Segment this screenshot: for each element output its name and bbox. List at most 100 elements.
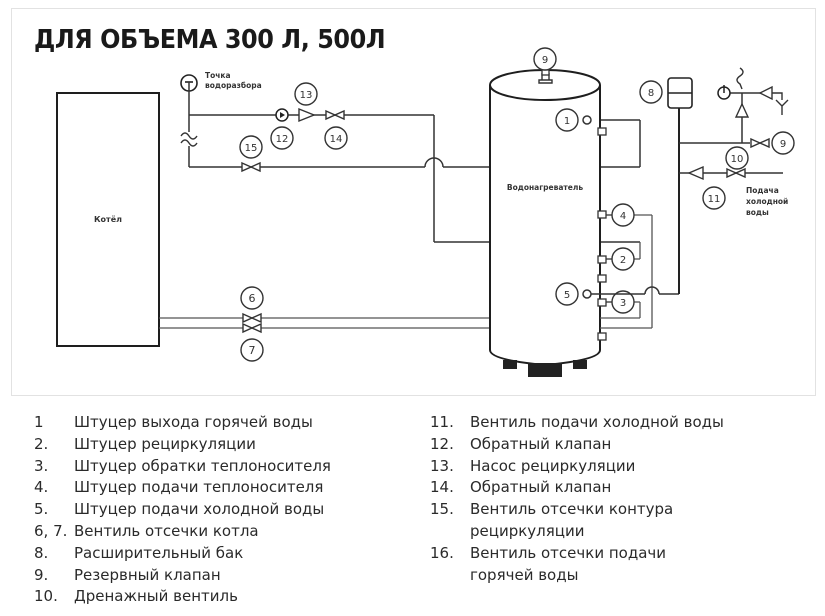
legend-item: 11. Вентиль подачи холодной воды <box>430 412 724 434</box>
marker-2 <box>611 247 635 271</box>
marker-12 <box>270 126 294 150</box>
legend-item: горячей воды <box>430 565 724 587</box>
legend-num-blank <box>430 521 470 543</box>
relief-valve-9-icon <box>750 138 770 148</box>
marker-11 <box>702 186 726 210</box>
piping-diagram: Котёл 6 7 Точка водоразбора 13 12 14 15 … <box>56 47 795 377</box>
legend-text: Штуцер подачи холодной воды <box>74 500 325 519</box>
legend-text: Вентиль отсечки подачи <box>470 543 666 562</box>
marker-8 <box>639 80 663 104</box>
marker-9-top-label: 9 <box>542 55 548 66</box>
flexible-hose-icon <box>180 132 198 147</box>
legend-num: 1 <box>34 413 44 431</box>
marker-2-label: 2 <box>620 255 626 266</box>
air-vent-icon <box>736 67 744 90</box>
legend-num: 2. <box>34 434 49 453</box>
legend-text: Штуцер рециркуляции <box>74 434 256 453</box>
legend-num: 3. <box>34 456 49 475</box>
legend-item: 4. Штуцер подачи теплоносителя <box>34 477 331 499</box>
legend-item: 3. Штуцер обратки теплоносителя <box>34 456 331 478</box>
cold-supply-label-1: Подача <box>746 186 779 195</box>
legend-item: 13. Насос рециркуляции <box>430 456 724 478</box>
marker-14 <box>324 126 348 150</box>
marker-14-label: 14 <box>330 134 343 145</box>
marker-10-label: 10 <box>731 154 744 165</box>
valve-7-icon <box>242 323 262 333</box>
legend-num: 9. <box>34 565 49 584</box>
marker-5-label: 5 <box>564 290 570 301</box>
marker-8-label: 8 <box>648 88 654 99</box>
marker-13 <box>294 82 318 106</box>
marker-4 <box>611 203 635 227</box>
legend-text: Резервный клапан <box>74 565 221 584</box>
marker-12-label: 12 <box>276 134 289 145</box>
valve-10-icon <box>726 168 746 178</box>
legend-text: Вентиль отсечки котла <box>74 521 259 540</box>
fitting-1-icon <box>582 115 592 125</box>
legend-num: 4. <box>34 478 49 497</box>
legend-text: Обратный клапан <box>470 434 612 453</box>
marker-7 <box>240 338 264 362</box>
marker-7-label: 7 <box>249 344 256 357</box>
marker-5 <box>555 282 579 306</box>
cold-supply-label-2: холодной <box>746 197 788 206</box>
legend-num: 5. <box>34 500 49 519</box>
marker-1-label: 1 <box>564 116 570 127</box>
marker-9-right <box>771 131 795 155</box>
legend-num: 8. <box>34 543 49 562</box>
marker-15 <box>239 135 263 159</box>
water-heater-tank <box>489 85 601 367</box>
marker-6-label: 6 <box>249 292 256 305</box>
boiler-label: Котёл <box>94 215 122 224</box>
page-title: ДЛЯ ОБЪЕМА 300 Л, 500Л <box>34 25 386 55</box>
marker-6 <box>240 286 264 310</box>
legend-item: 16. Вентиль отсечки подачи <box>430 543 724 565</box>
fitting-5-icon <box>582 289 592 299</box>
legend-item: 12. Обратный клапан <box>430 434 724 456</box>
legend-text: Вентиль отсечки контура <box>470 500 674 519</box>
legend-num: 16. <box>430 543 454 562</box>
marker-13-label: 13 <box>300 90 313 101</box>
legend-num: 15. <box>430 500 454 519</box>
boiler-box <box>56 92 160 347</box>
legend-item: 10.Дренажный вентиль <box>34 586 331 608</box>
legend-text: рециркуляции <box>470 521 585 540</box>
legend-num: 13. <box>430 456 454 475</box>
legend-num-blank <box>430 565 470 587</box>
legend-text: горячей воды <box>470 565 579 584</box>
marker-3-label: 3 <box>620 298 626 309</box>
marker-9-top <box>533 47 557 71</box>
cold-supply-label-3: воды <box>746 208 769 217</box>
legend-num: 10. <box>34 587 58 606</box>
check-valve-14-icon <box>325 110 345 120</box>
legend-item: 15. Вентиль отсечки контура <box>430 499 724 521</box>
legend-num: 11. <box>430 413 454 431</box>
pump-13-icon <box>298 107 316 123</box>
legend-text: Расширительный бак <box>74 543 244 562</box>
legend-num: 14. <box>430 478 454 497</box>
legend-text: Штуцер обратки теплоносителя <box>74 456 331 475</box>
marker-10 <box>725 146 749 170</box>
legend-text: Насос рециркуляции <box>470 456 636 475</box>
draw-point-label-2: водоразбора <box>205 81 262 90</box>
marker-11-label: 11 <box>708 194 721 205</box>
legend-item: рециркуляции <box>430 521 724 543</box>
legend-right: 11. Вентиль подачи холодной воды 12. Обрат… <box>430 412 724 586</box>
legend-item: 5. Штуцер подачи холодной воды <box>34 499 331 521</box>
marker-4-label: 4 <box>620 211 626 222</box>
draw-point-label-1: Точка <box>205 71 231 80</box>
legend-text: Штуцер подачи теплоносителя <box>74 478 324 497</box>
drain-funnel-icon <box>775 99 789 115</box>
marker-3 <box>611 290 635 314</box>
legend-num: 12. <box>430 434 454 453</box>
marker-9-right-label: 9 <box>780 139 786 150</box>
valve-15-icon <box>241 162 261 172</box>
legend-item: 2. Штуцер рециркуляции <box>34 434 331 456</box>
legend-text: Вентиль подачи холодной воды <box>470 413 724 431</box>
marker-15-label: 15 <box>245 143 258 154</box>
legend-item: 9. Резервный клапан <box>34 565 331 587</box>
valve-6-icon <box>242 313 262 323</box>
check-valve-11-icon <box>687 165 704 181</box>
